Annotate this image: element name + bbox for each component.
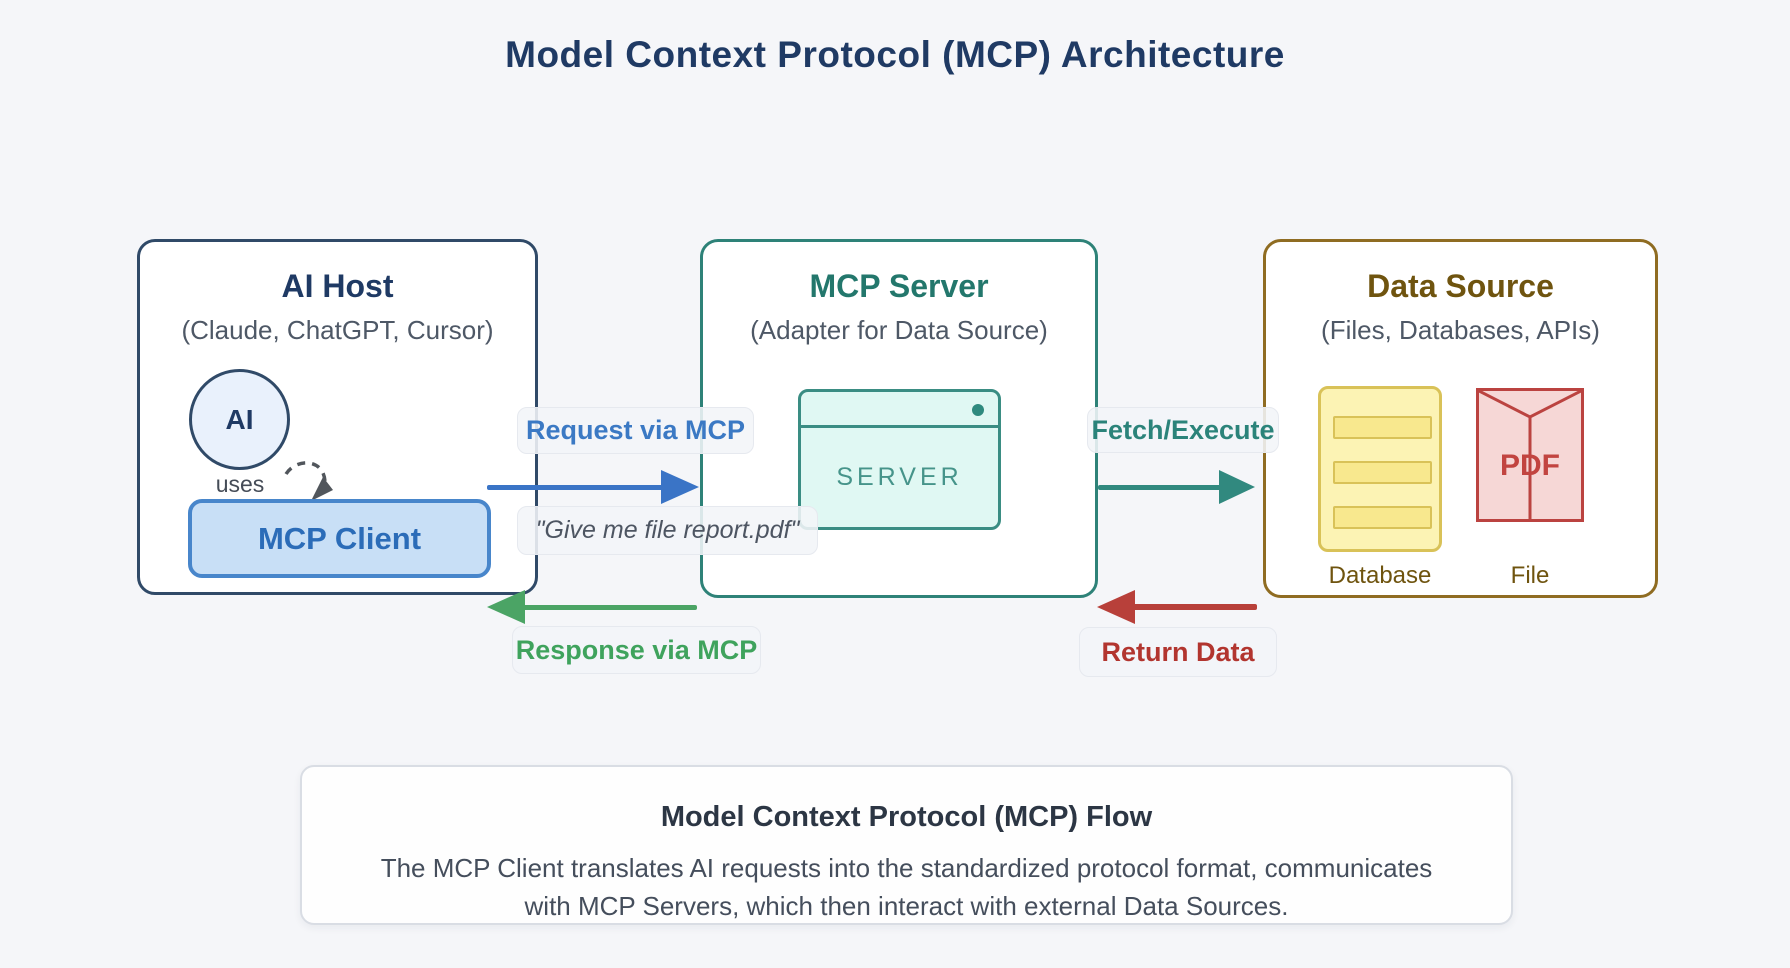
request-arrow-icon: [487, 470, 699, 504]
pdf-label: PDF: [1500, 449, 1560, 482]
uses-arrow-icon: [284, 461, 333, 501]
data-source-box: Data Source (Files, Databases, APIs) PDF…: [1263, 239, 1658, 598]
pdf-file-icon: PDF: [1476, 388, 1584, 522]
flow-summary-description: The MCP Client translates AI requests in…: [380, 853, 1433, 921]
window-dot-icon: [972, 404, 984, 416]
response-flow-label: Response via MCP: [512, 626, 761, 674]
uses-label: uses: [215, 471, 265, 497]
database-bar: [1333, 506, 1432, 529]
database-bar: [1333, 461, 1432, 484]
data-source-title: Data Source: [1367, 268, 1554, 304]
server-window-icon: SERVER: [798, 389, 1001, 530]
request-flow-label: Request via MCP: [517, 407, 754, 454]
request-example-label: "Give me file report.pdf": [517, 506, 818, 555]
file-caption: File: [1510, 562, 1550, 589]
response-arrow-icon: [487, 590, 697, 624]
server-window-label: SERVER: [836, 463, 963, 491]
ai-circle-label: AI: [225, 403, 254, 435]
fetch-flow-label: Fetch/Execute: [1087, 407, 1279, 453]
database-icon: [1318, 386, 1442, 552]
mcp-server-title: MCP Server: [809, 268, 989, 304]
ai-host-title: AI Host: [281, 268, 394, 304]
data-source-subtitle: (Files, Databases, APIs): [1321, 315, 1600, 345]
mcp-server-subtitle: (Adapter for Data Source): [750, 315, 1048, 345]
fetch-arrow-icon: [1098, 470, 1255, 504]
database-caption: Database: [1328, 562, 1432, 589]
ai-icon: AI: [189, 369, 290, 470]
server-window-titlebar: [801, 392, 998, 428]
ai-host-subtitle: (Claude, ChatGPT, Cursor): [181, 315, 494, 345]
return-flow-label: Return Data: [1079, 627, 1277, 677]
flow-summary-title: Model Context Protocol (MCP) Flow: [660, 801, 1153, 833]
flow-summary-box: Model Context Protocol (MCP) Flow The MC…: [300, 765, 1513, 925]
return-arrow-icon: [1097, 590, 1257, 624]
page-title: Model Context Protocol (MCP) Architectur…: [505, 34, 1285, 75]
mcp-client-label: MCP Client: [257, 520, 422, 556]
mcp-client-box: MCP Client: [188, 499, 491, 578]
database-bar: [1333, 416, 1432, 439]
ai-host-box: AI Host (Claude, ChatGPT, Cursor) AI use…: [137, 239, 538, 595]
